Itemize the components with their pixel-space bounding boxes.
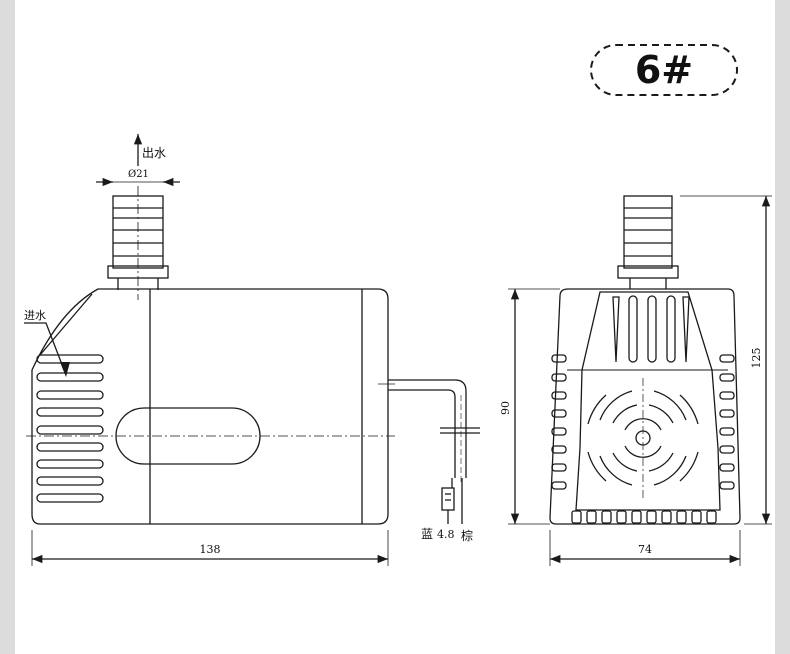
inlet-label: 进水 bbox=[24, 309, 46, 322]
model-label: 6# bbox=[635, 48, 693, 92]
power-cable bbox=[378, 379, 480, 524]
total-height-dimension: 125 bbox=[750, 348, 763, 369]
side-ribs-left bbox=[551, 354, 567, 490]
outlet-nozzle bbox=[107, 186, 169, 300]
body-height-dimension: 90 bbox=[499, 401, 512, 415]
side-width-dimension: 74 bbox=[638, 543, 652, 556]
cable-terminal-size: 4.8 bbox=[437, 528, 455, 541]
front-width-dimension: 138 bbox=[200, 543, 221, 556]
front-view bbox=[24, 134, 480, 566]
body-bevel-line bbox=[39, 293, 93, 356]
side-body bbox=[549, 288, 741, 525]
outlet-diameter-label: Ø21 bbox=[128, 169, 149, 180]
pump-body bbox=[31, 288, 389, 525]
side-view bbox=[508, 195, 772, 566]
side-ribs-right bbox=[719, 354, 735, 490]
side-vertical-slots bbox=[612, 295, 690, 363]
side-bottom-slots bbox=[571, 510, 717, 524]
inlet-leader bbox=[24, 322, 67, 376]
model-badge: 6# bbox=[590, 44, 738, 96]
outlet-label: 出水 bbox=[142, 146, 166, 160]
side-outlet-nozzle bbox=[617, 195, 679, 289]
cable-brown-label: 棕 bbox=[461, 528, 473, 543]
cable-blue-label: 蓝 bbox=[421, 527, 433, 541]
side-circular-grille bbox=[587, 378, 699, 498]
side-grille-frame bbox=[575, 291, 721, 511]
intake-grille bbox=[36, 354, 104, 503]
